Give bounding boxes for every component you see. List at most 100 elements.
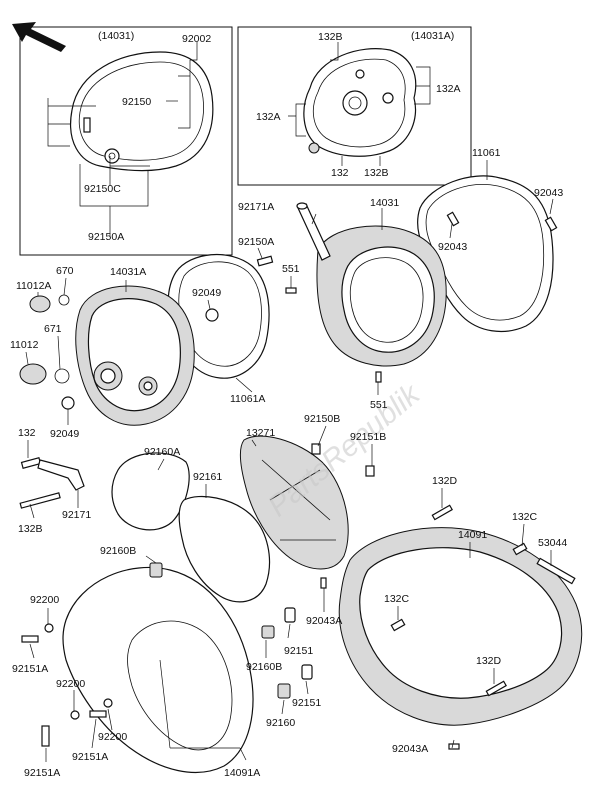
bolt-92151A-c [41, 725, 50, 747]
label-671: 671 [44, 323, 62, 335]
damper-92160 [277, 683, 291, 699]
inset-cover-14031A [303, 48, 417, 157]
oring-671 [54, 368, 70, 384]
seal-92049-upper [205, 308, 219, 322]
label-92200-lower: 92200 [98, 731, 127, 743]
label-92150: 92150 [122, 96, 151, 108]
label-551-upper: 551 [282, 263, 300, 275]
bolt-92151A-a [21, 635, 39, 643]
label-14091A: 14091A [224, 767, 260, 779]
label-92200-left: 92200 [30, 594, 59, 606]
bolt-132C-right [512, 542, 528, 556]
dowel-92043-upper [446, 211, 460, 227]
housing-14031A [75, 285, 195, 426]
label-11012A: 11012A [16, 280, 51, 292]
label-92160B-upper: 92160B [100, 545, 136, 557]
inner-cover-14091 [338, 527, 583, 726]
label-92171A: 92171A [238, 201, 274, 213]
inset-box-right [237, 26, 472, 186]
dowel-551-upper [285, 287, 297, 294]
washer-92200-a [44, 623, 54, 633]
leader-lines [25, 42, 554, 762]
label-132A-inset-right: 132A [436, 83, 461, 95]
label-132-inset: 132 [331, 167, 349, 179]
dowel-92043A-lower [448, 743, 460, 750]
label-92151-upper: 92151 [284, 645, 313, 657]
label-92150A-inset: 92150A [88, 231, 124, 243]
label-132D-upper: 132D [432, 475, 458, 487]
label-132C-left: 132C [384, 593, 410, 605]
collar-92151-lower [301, 664, 313, 680]
damper-92160B-upper [149, 562, 163, 578]
label-53044: 53044 [538, 537, 567, 549]
dowel-551-lower [375, 371, 382, 383]
label-92161: 92161 [193, 471, 222, 483]
pin-53044 [536, 557, 576, 585]
dowel-92043-right [544, 216, 558, 232]
callout-labels: 92002 92150 92150C 92150A 132B 132A 132A… [10, 31, 567, 779]
seal-92049-lower [61, 396, 75, 410]
label-92160: 92160 [266, 717, 295, 729]
bolt-132 [20, 457, 42, 469]
plug-11012A [29, 295, 51, 313]
washer-92200-b [70, 710, 80, 720]
label-92160A: 92160A [144, 446, 180, 458]
bolt-132D-lower [485, 680, 507, 697]
label-92151A-bottom: 92151A [24, 767, 60, 779]
dowel-92043A-upper [320, 577, 327, 589]
bolt-92150A [256, 255, 274, 267]
label-92160B-lower: 92160B [246, 661, 282, 673]
label-92150B: 92150B [304, 413, 340, 425]
front-arrow-icon [12, 22, 66, 52]
label-551-lower: 551 [370, 399, 388, 411]
bracket-92171 [37, 459, 85, 491]
bolt-132B [19, 492, 61, 509]
label-92151A-left: 92151A [12, 663, 48, 675]
label-92151-lower: 92151 [292, 697, 321, 709]
label-132A-inset-left: 132A [256, 111, 281, 123]
plug-11012 [19, 363, 47, 385]
damper-92160B-lower [261, 625, 275, 639]
inset-gasket-14031 [70, 51, 214, 172]
label-132B: 132B [18, 523, 43, 535]
label-92043-right: 92043 [534, 187, 563, 199]
label-92049-lower: 92049 [50, 428, 79, 440]
bolt-92151A-b [89, 710, 107, 718]
label-670: 670 [56, 265, 74, 277]
washer-92200-c [103, 698, 113, 708]
collar-92151-upper [284, 607, 296, 623]
label-92049-upper: 92049 [192, 287, 221, 299]
bolt-132D-upper [431, 504, 453, 521]
oring-670 [58, 294, 70, 306]
label-132D-lower: 132D [476, 655, 502, 667]
label-92151B: 92151B [350, 431, 386, 443]
bolt-92171A [296, 202, 331, 261]
label-92043-mid: 92043 [438, 241, 467, 253]
inset-left-code: (14031) [98, 30, 134, 42]
label-132: 132 [18, 427, 36, 439]
label-11012: 11012 [10, 339, 39, 351]
cover-14031 [316, 225, 447, 367]
label-92043A-lower: 92043A [392, 743, 428, 755]
label-13271: 13271 [246, 427, 275, 439]
plate-92160A [111, 452, 190, 531]
bolt-92151B [365, 465, 375, 477]
insulator-92161 [178, 495, 271, 603]
label-92002: 92002 [182, 33, 211, 45]
bolt-132C-left [390, 618, 406, 632]
label-92200-mid: 92200 [56, 678, 85, 690]
label-132C-right: 132C [512, 511, 538, 523]
bolt-92150B [311, 443, 321, 455]
label-92150A: 92150A [238, 236, 274, 248]
label-132B-inset-bottom: 132B [364, 167, 389, 179]
inset-right-code: (14031A) [411, 30, 454, 42]
label-11061: 11061 [472, 147, 501, 159]
label-132B-inset-top: 132B [318, 31, 343, 43]
label-14031A: 14031A [110, 266, 146, 278]
label-92150C: 92150C [84, 183, 121, 195]
label-11061A: 11061A [230, 393, 265, 405]
inset-box-left [19, 26, 233, 256]
label-14091: 14091 [458, 529, 487, 541]
label-92043A-upper: 92043A [306, 615, 342, 627]
